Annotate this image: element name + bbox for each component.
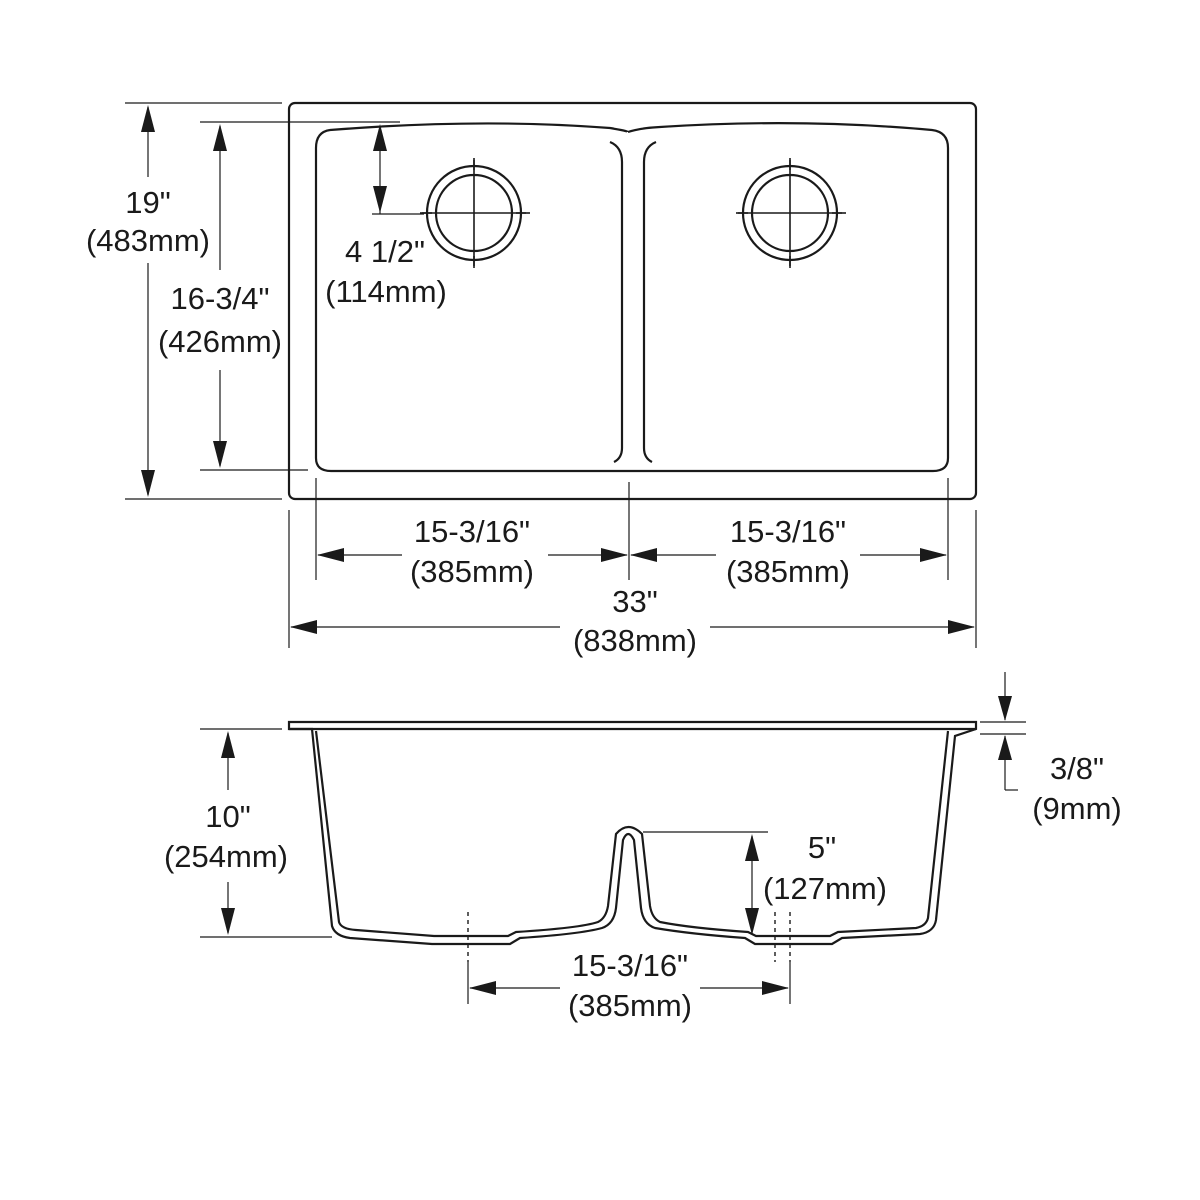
overall-height-mm: (254mm) xyxy=(164,839,288,874)
right-bowl-width-inch: 15-3/16" xyxy=(730,514,846,549)
drain-spacing-dimension: 15-3/16" (385mm) xyxy=(467,948,791,1023)
bowl-depth-mm: (426mm) xyxy=(158,324,282,359)
overall-width-dimension: 33" (838mm) xyxy=(290,584,975,658)
right-bowl-width-mm: (385mm) xyxy=(726,554,850,589)
overall-width-inch: 33" xyxy=(612,584,658,619)
side-view: 10" (254mm) 5" (127mm) 3/8" (9mm) xyxy=(164,672,1122,1023)
left-bowl-width-dimension: 15-3/16" (385mm) xyxy=(317,514,628,589)
divider-height-inch: 5" xyxy=(808,830,836,865)
flange-thickness-inch: 3/8" xyxy=(1050,751,1104,786)
flange-thickness-mm: (9mm) xyxy=(1032,791,1122,826)
sink-section-inner xyxy=(314,730,950,938)
right-bowl-width-dimension: 15-3/16" (385mm) xyxy=(630,514,947,589)
flange-thickness-dimension: 3/8" (9mm) xyxy=(980,672,1122,826)
drain-spacing-mm: (385mm) xyxy=(568,988,692,1023)
overall-depth-inch: 19" xyxy=(125,185,171,220)
bowl-depth-dimension: 16-3/4" (426mm) xyxy=(158,121,400,471)
left-bowl-width-mm: (385mm) xyxy=(410,554,534,589)
drain-spacing-inch: 15-3/16" xyxy=(572,948,688,983)
left-drain-icon xyxy=(420,158,530,268)
bowl-divider-right xyxy=(642,140,657,463)
right-drain-icon xyxy=(736,158,846,268)
drain-offset-inch: 4 1/2" xyxy=(345,234,425,269)
left-bowl-width-inch: 15-3/16" xyxy=(414,514,530,549)
overall-depth-dimension: 19" (483mm) xyxy=(86,102,282,500)
overall-height-inch: 10" xyxy=(205,799,251,834)
overall-height-dimension: 10" (254mm) xyxy=(164,728,332,938)
bowl-depth-inch: 16-3/4" xyxy=(171,281,270,316)
right-bowl-outline xyxy=(627,122,950,473)
divider-height-mm: (127mm) xyxy=(763,871,887,906)
left-bowl-outline xyxy=(314,122,630,473)
bowl-divider-left xyxy=(609,140,624,463)
overall-width-mm: (838mm) xyxy=(573,623,697,658)
drain-offset-mm: (114mm) xyxy=(325,274,447,309)
overall-depth-mm: (483mm) xyxy=(86,223,210,258)
divider-height-dimension: 5" (127mm) xyxy=(643,830,887,935)
sink-section-outer xyxy=(287,720,978,946)
top-view: 19" (483mm) 16-3/4" (426mm) 4 1/2" (114m… xyxy=(86,101,978,658)
drain-offset-dimension: 4 1/2" (114mm) xyxy=(325,124,447,309)
sink-outer-rim xyxy=(287,101,978,501)
